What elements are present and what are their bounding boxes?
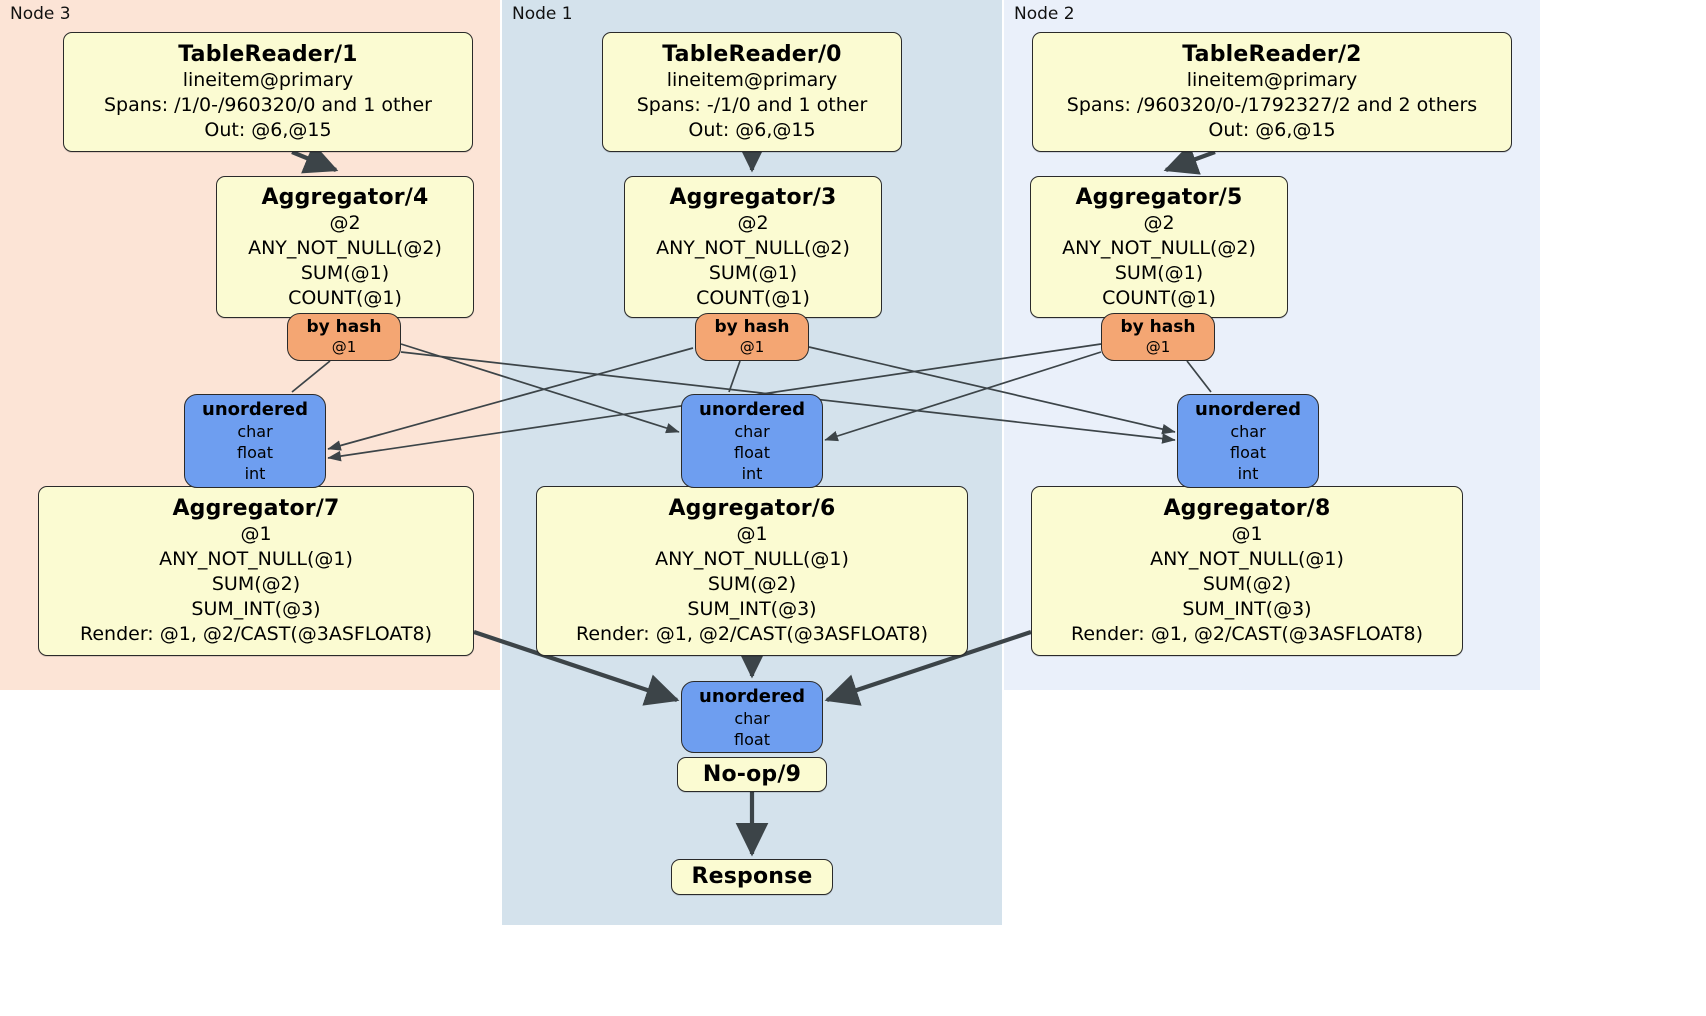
synchronizer-unordered-aggregator-7[interactable]: unordered char float int [184,394,326,488]
processor-detail-agg2: SUM(@2) [211,573,301,595]
router-title: by hash [306,317,382,337]
processor-detail-groupcol: @1 [1231,523,1263,545]
processor-detail-table: lineitem@primary [182,69,354,91]
processor-title: Aggregator/4 [261,184,429,210]
processor-aggregator-4[interactable]: Aggregator/4 @2 ANY_NOT_NULL(@2) SUM(@1)… [216,176,474,318]
synchronizer-title: unordered [1195,399,1301,420]
synchronizer-type-1: char [734,422,770,441]
processor-detail-render: Render: @1, @2/CAST(@3ASFLOAT8) [1071,623,1423,645]
node-panel-label-node2: Node 2 [1014,4,1075,24]
processor-detail-groupcol: @1 [240,523,272,545]
processor-title: Aggregator/8 [1163,496,1331,521]
processor-detail-agg1: ANY_NOT_NULL(@2) [248,236,442,259]
processor-response[interactable]: Response [671,859,833,895]
processor-title: TableReader/0 [662,42,842,67]
processor-detail-render: Render: @1, @2/CAST(@3ASFLOAT8) [576,623,928,645]
processor-detail-agg2: SUM(@2) [1202,573,1292,595]
processor-tablereader-0[interactable]: TableReader/0 lineitem@primary Spans: -/… [602,32,902,152]
processor-detail-agg3: COUNT(@1) [1102,286,1216,309]
synchronizer-unordered-noop-9[interactable]: unordered char float [681,681,823,753]
processor-detail-spans: Spans: -/1/0 and 1 other [636,94,868,116]
processor-detail-agg1: ANY_NOT_NULL(@1) [1150,548,1344,570]
router-hash-column: @1 [331,338,357,356]
processor-aggregator-8[interactable]: Aggregator/8 @1 ANY_NOT_NULL(@1) SUM(@2)… [1031,486,1463,656]
processor-detail-agg1: ANY_NOT_NULL(@1) [159,548,353,570]
processor-detail-agg1: ANY_NOT_NULL(@2) [1062,236,1256,259]
node-panel-label-node3: Node 3 [10,4,71,24]
synchronizer-unordered-aggregator-6[interactable]: unordered char float int [681,394,823,488]
processor-detail-out: Out: @6,@15 [1208,119,1336,141]
processor-tablereader-2[interactable]: TableReader/2 lineitem@primary Spans: /9… [1032,32,1512,152]
router-hash-column: @1 [1145,338,1171,356]
node-panel-label-node1: Node 1 [512,4,573,24]
processor-detail-agg2: SUM(@2) [707,573,797,595]
processor-detail-agg2: SUM(@1) [708,261,798,284]
processor-title: Aggregator/6 [668,496,836,521]
router-title: by hash [1120,317,1196,337]
synchronizer-type-2: float [237,443,273,462]
processor-aggregator-7[interactable]: Aggregator/7 @1 ANY_NOT_NULL(@1) SUM(@2)… [38,486,474,656]
synchronizer-title: unordered [699,685,805,707]
processor-detail-agg3: SUM_INT(@3) [1182,598,1312,620]
processor-noop-9[interactable]: No-op/9 [677,757,827,792]
processor-detail-agg2: SUM(@1) [300,261,390,284]
processor-detail-agg3: COUNT(@1) [696,286,810,309]
synchronizer-type-3: int [1237,464,1259,483]
processor-detail-table: lineitem@primary [1186,69,1358,91]
processor-detail-agg3: SUM_INT(@3) [191,598,321,620]
processor-title: Aggregator/3 [669,184,837,210]
processor-detail-groupcol: @1 [736,523,768,545]
processor-title: TableReader/1 [178,42,358,67]
processor-aggregator-3[interactable]: Aggregator/3 @2 ANY_NOT_NULL(@2) SUM(@1)… [624,176,882,318]
router-hash-column: @1 [739,338,765,356]
processor-detail-agg1: ANY_NOT_NULL(@1) [655,548,849,570]
synchronizer-type-2: float [734,729,770,749]
processor-tablereader-1[interactable]: TableReader/1 lineitem@primary Spans: /1… [63,32,473,152]
router-by-hash-aggregator-3[interactable]: by hash @1 [695,313,809,361]
processor-detail-groupcol: @2 [737,211,769,234]
processor-title: Aggregator/7 [172,496,340,521]
processor-detail-agg3: SUM_INT(@3) [687,598,817,620]
processor-title: Response [691,864,813,889]
processor-detail-groupcol: @2 [1143,211,1175,234]
processor-title: TableReader/2 [1182,42,1362,67]
processor-detail-agg2: SUM(@1) [1114,261,1204,284]
processor-title: No-op/9 [702,761,802,787]
processor-detail-spans: Spans: /1/0-/960320/0 and 1 other [104,94,432,116]
processor-detail-agg3: COUNT(@1) [288,286,402,309]
synchronizer-title: unordered [699,399,805,420]
router-by-hash-aggregator-4[interactable]: by hash @1 [287,313,401,361]
processor-aggregator-6[interactable]: Aggregator/6 @1 ANY_NOT_NULL(@1) SUM(@2)… [536,486,968,656]
synchronizer-type-3: int [741,464,763,483]
router-by-hash-aggregator-5[interactable]: by hash @1 [1101,313,1215,361]
synchronizer-type-2: float [1230,443,1266,462]
synchronizer-type-1: char [237,422,273,441]
synchronizer-unordered-aggregator-8[interactable]: unordered char float int [1177,394,1319,488]
processor-detail-table: lineitem@primary [666,69,838,91]
processor-detail-agg1: ANY_NOT_NULL(@2) [656,236,850,259]
synchronizer-type-2: float [734,443,770,462]
processor-detail-out: Out: @6,@15 [204,119,332,141]
processor-detail-groupcol: @2 [329,211,361,234]
router-title: by hash [714,317,790,337]
synchronizer-title: unordered [202,399,308,420]
synchronizer-type-1: char [734,708,770,728]
synchronizer-type-1: char [1230,422,1266,441]
processor-detail-render: Render: @1, @2/CAST(@3ASFLOAT8) [80,623,432,645]
processor-detail-spans: Spans: /960320/0-/1792327/2 and 2 others [1066,94,1478,116]
synchronizer-type-3: int [244,464,266,483]
processor-title: Aggregator/5 [1075,184,1243,210]
processor-detail-out: Out: @6,@15 [688,119,816,141]
processor-aggregator-5[interactable]: Aggregator/5 @2 ANY_NOT_NULL(@2) SUM(@1)… [1030,176,1288,318]
